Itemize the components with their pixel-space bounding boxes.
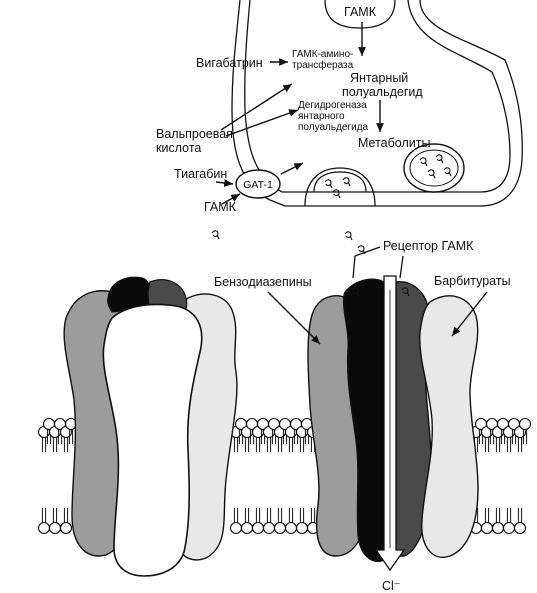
left-receptor-white-subunit — [102, 303, 203, 577]
lipid-molecule — [37, 507, 51, 535]
chloride-label: Cl⁻ — [382, 579, 400, 593]
lipid-molecule — [513, 507, 527, 535]
receptor-left — [63, 276, 238, 577]
gaba-receptor-label: Рецептор ГАМК — [383, 239, 474, 253]
fusing-vesicle — [304, 167, 376, 207]
ssadh-label-3: полуальдегида — [298, 122, 369, 133]
gaba-label-left: ГАМК — [204, 200, 237, 214]
lipid-molecule — [480, 507, 494, 535]
lipid-molecule — [48, 507, 62, 535]
lipid-molecule — [240, 507, 254, 535]
lipid-molecule — [229, 507, 243, 535]
lipid-molecule — [295, 507, 309, 535]
succinic-semialdehyde-label-2: полуальдегид — [342, 85, 423, 99]
valproic-acid-label-1: Вальпроевая — [156, 127, 233, 141]
ssadh-label-2: янтарного — [298, 111, 345, 122]
lipid-molecule — [262, 507, 276, 535]
benzodiazepines-label: Бензодиазепины — [214, 275, 312, 289]
tiagabine-label: Тиагабин — [174, 167, 227, 181]
lipid-molecule — [491, 507, 505, 535]
gat1-transporter: GAT-1 — [235, 169, 281, 199]
lipid-molecule — [284, 507, 298, 535]
lipid-molecule — [273, 507, 287, 535]
gaba-transaminase-label-2: трансфераза — [292, 59, 354, 71]
succinic-semialdehyde-label-1: Янтарный — [350, 71, 408, 85]
barbiturates-label: Барбитураты — [434, 274, 511, 288]
vigabatrin-label: Вигабатрин — [196, 56, 263, 70]
right-receptor-light-subunit — [419, 295, 479, 558]
pathway-arrows — [215, 22, 384, 205]
presynaptic-terminal — [231, 0, 523, 207]
gaba-transaminase-label-1: ГАМК-амино- — [292, 49, 353, 60]
lipid-molecule — [502, 507, 516, 535]
gat1-label: GAT-1 — [243, 179, 273, 191]
receptor-right — [307, 275, 479, 572]
synaptic-vesicle — [403, 143, 465, 193]
lipid-molecule — [251, 507, 265, 535]
released-gaba — [211, 230, 366, 255]
valproic-acid-label-2: кислота — [156, 141, 201, 155]
lipid-molecule — [59, 507, 73, 535]
ssadh-label-1: Дегидрогеназа — [298, 100, 367, 111]
metabolites-label: Метаболиты — [358, 136, 430, 150]
gaba-label-top: ГАМК — [344, 5, 377, 19]
